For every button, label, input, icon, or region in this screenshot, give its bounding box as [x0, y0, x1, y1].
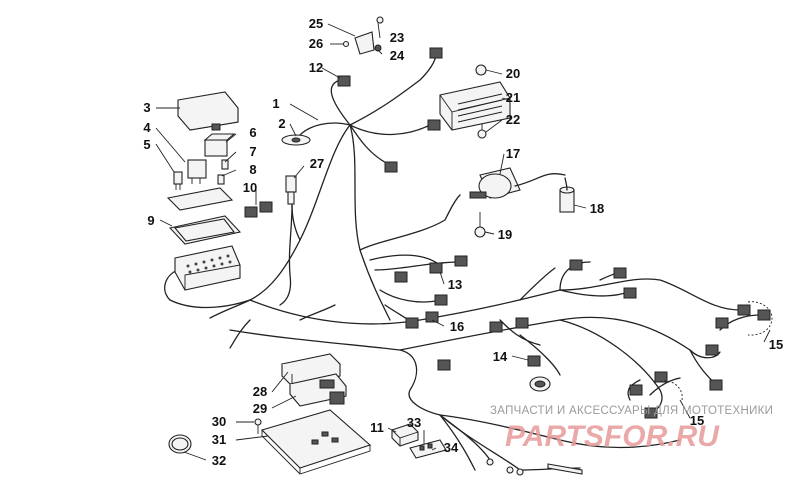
callout-33: 33 [407, 415, 421, 430]
callout-27: 27 [310, 156, 324, 171]
fuse-box-cover [177, 91, 239, 131]
ecu-module [280, 353, 342, 387]
callout-5: 5 [143, 137, 150, 152]
connector-mid [437, 359, 451, 371]
mounting-plate [260, 409, 372, 475]
grommet [281, 134, 311, 146]
callout-3: 3 [143, 100, 150, 115]
callout-4: 4 [143, 120, 151, 135]
fuse-plate [166, 187, 234, 211]
leader-lines [155, 22, 771, 461]
callout-30: 30 [212, 414, 226, 429]
callout-6: 6 [249, 125, 256, 140]
callout-12: 12 [309, 60, 323, 75]
voltage-regulator [427, 81, 511, 131]
callout-31: 31 [212, 432, 226, 447]
connector-cluster-15 [569, 259, 773, 419]
callout-19: 19 [498, 227, 512, 242]
junction-box [391, 423, 419, 447]
sensor [285, 175, 297, 205]
component-drawings [166, 16, 773, 476]
watermark: ЗАПЧАСТИ И АКСЕССУАРЫ ДЛЯ МОТОТЕХНИКИ PA… [490, 405, 773, 453]
callout-29: 29 [253, 401, 267, 416]
connector-cluster-16 [405, 311, 439, 329]
connector-top [429, 47, 443, 59]
connector-side [384, 161, 398, 173]
callout-16: 16 [450, 319, 464, 334]
ignition-coil [469, 167, 566, 199]
small-relay [187, 159, 207, 184]
callout-18: 18 [590, 201, 604, 216]
mount-bolt [254, 418, 262, 434]
callout-10: 10 [243, 180, 257, 195]
connector-12 [337, 75, 351, 87]
clip-ring [168, 434, 192, 454]
callout-21: 21 [506, 90, 520, 105]
nut [475, 64, 487, 76]
callout-34: 34 [444, 440, 459, 455]
callout-17: 17 [506, 146, 520, 161]
callout-25: 25 [309, 16, 323, 31]
callout-1: 1 [272, 96, 279, 111]
callout-9: 9 [147, 213, 154, 228]
callout-20: 20 [506, 66, 520, 81]
bolt [477, 124, 487, 139]
gasket [168, 215, 242, 245]
cdi-module [288, 373, 348, 407]
callout-22: 22 [506, 112, 520, 127]
callout-28: 28 [253, 384, 267, 399]
connector-cluster-13 [394, 255, 468, 306]
connector-pair [244, 201, 273, 218]
fuse-box-base [174, 245, 241, 291]
connector-ecu [329, 391, 345, 405]
callout-labels: 1 2 3 4 5 6 7 8 9 10 11 12 13 14 15 15 1… [143, 16, 783, 468]
callout-13: 13 [448, 277, 462, 292]
callout-7: 7 [249, 144, 256, 159]
callout-15a: 15 [769, 337, 783, 352]
relay [203, 133, 236, 157]
callout-23: 23 [390, 30, 404, 45]
watermark-logo: PARTSFOR.RU [505, 420, 720, 453]
callout-11: 11 [370, 420, 384, 435]
mini-fuse [217, 159, 229, 185]
callout-24: 24 [390, 48, 405, 63]
spark-cap [559, 177, 575, 213]
callout-15b: 15 [690, 413, 704, 428]
callout-2: 2 [278, 116, 285, 131]
callout-8: 8 [249, 162, 256, 177]
fuse [173, 171, 183, 190]
bracket [342, 16, 384, 55]
switch [489, 317, 551, 392]
connector-block [409, 439, 447, 459]
terminal-ends [486, 458, 583, 476]
callout-14: 14 [493, 349, 508, 364]
callout-26: 26 [309, 36, 323, 51]
callout-32: 32 [212, 453, 226, 468]
watermark-tagline: ЗАПЧАСТИ И АКСЕССУАРЫ ДЛЯ МОТОТЕХНИКИ [490, 405, 773, 417]
screw [474, 212, 486, 238]
